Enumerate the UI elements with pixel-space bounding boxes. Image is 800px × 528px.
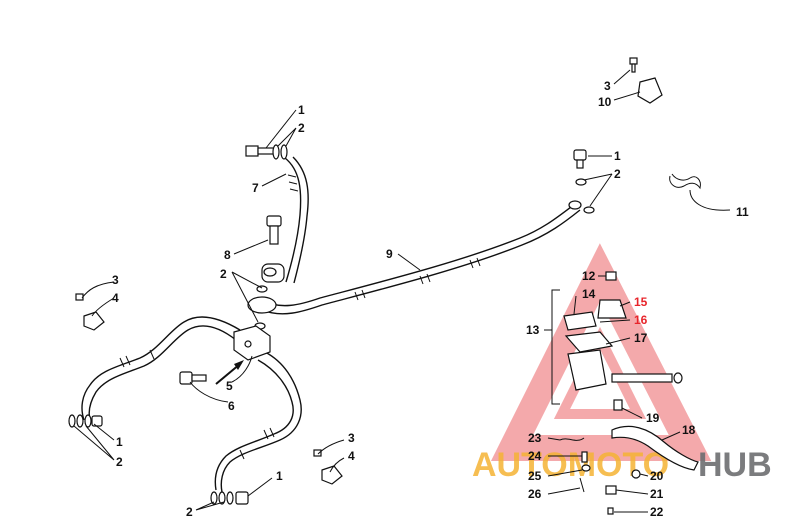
- clip-bottom: [313, 449, 343, 485]
- callout-2-left: 2: [116, 455, 123, 469]
- callout-11: 11: [736, 205, 749, 219]
- callout-labels: 1 2 7 8 2 3 10 1 2 11 9 3 4 5 6 1 2 3 4 …: [112, 79, 749, 519]
- pivot-washer: [581, 464, 591, 472]
- callout-26: 26: [528, 487, 542, 501]
- pivot-pin: [581, 451, 588, 463]
- banjo-bolt-left: [68, 414, 103, 428]
- callout-19: 19: [646, 411, 660, 425]
- hose-clip: [669, 173, 701, 190]
- callout-22: 22: [650, 505, 664, 519]
- junction-block: [233, 325, 271, 361]
- leader-lines: [73, 69, 731, 513]
- callout-2-right: 2: [614, 167, 621, 181]
- banjo-bolt-8: [266, 215, 282, 245]
- callout-17: 17: [634, 331, 648, 345]
- upper-brake-hose: [261, 156, 309, 284]
- callout-3-left: 3: [112, 273, 119, 287]
- callout-21: 21: [650, 487, 664, 501]
- callout-5: 5: [226, 379, 233, 393]
- lower-brake-hoses: [81, 316, 302, 493]
- assembly-arrowhead: [234, 360, 244, 370]
- callout-18: 18: [682, 423, 696, 437]
- callout-23: 23: [528, 431, 542, 445]
- junction-bolt: [179, 371, 207, 385]
- callout-15: 15: [634, 295, 648, 309]
- lever-nut: [631, 469, 641, 479]
- long-brake-hose: [247, 200, 582, 315]
- callout-20: 20: [650, 469, 664, 483]
- banjo-bolt-right: [573, 149, 595, 214]
- callout-14: 14: [582, 287, 596, 301]
- callout-12: 12: [582, 269, 596, 283]
- callout-1-bottom: 1: [276, 469, 283, 483]
- callout-2-top: 2: [298, 121, 305, 135]
- brake-lever: [611, 425, 699, 471]
- watermark-triangle: [490, 243, 712, 461]
- lever-switch: [605, 485, 617, 495]
- lever-screw: [607, 507, 614, 515]
- callout-8: 8: [224, 248, 231, 262]
- watermark-text-hub: HUB: [698, 446, 772, 484]
- bracket-top-right: [629, 57, 663, 104]
- callout-4-bottom: 4: [348, 449, 355, 463]
- callout-1-top: 1: [298, 103, 305, 117]
- callout-3-top: 3: [604, 79, 611, 93]
- callout-16: 16: [634, 313, 648, 327]
- clip-left: [75, 293, 105, 331]
- callout-6: 6: [228, 399, 235, 413]
- callout-1-left: 1: [116, 435, 123, 449]
- assembly-arrow: [215, 363, 241, 385]
- banjo-bolt-bottom: [210, 491, 249, 505]
- callout-25: 25: [528, 469, 542, 483]
- pivot-clip: [579, 477, 585, 493]
- callout-9: 9: [386, 247, 393, 261]
- callout-4-left: 4: [112, 291, 119, 305]
- callout-7: 7: [252, 181, 259, 195]
- callout-1-right: 1: [614, 149, 621, 163]
- washer-mid-a: [256, 285, 268, 293]
- callout-3-bottom: 3: [348, 431, 355, 445]
- callout-13: 13: [526, 323, 540, 337]
- callout-2-mid: 2: [220, 267, 227, 281]
- callout-10: 10: [598, 95, 612, 109]
- master-cylinder-assembly: [551, 271, 683, 411]
- watermark-text-automoto: AUTOMOTO: [472, 446, 669, 484]
- callout-24: 24: [528, 449, 542, 463]
- callout-2-bottom: 2: [186, 505, 193, 519]
- pivot-spring: [559, 437, 585, 441]
